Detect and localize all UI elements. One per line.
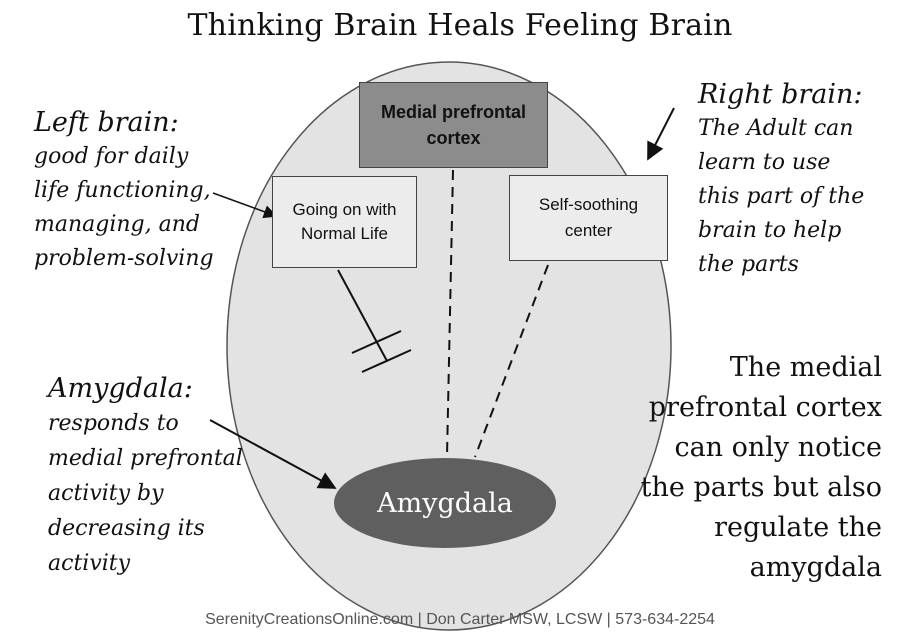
left-brain-note: Left brain: good for daily life function…	[34, 106, 214, 276]
right-brain-note: Right brain: The Adult can learn to use …	[698, 78, 864, 282]
mpfc-to-amygdala-dashed-line	[446, 169, 454, 457]
right-brain-heading: Right brain:	[698, 79, 863, 110]
block-mark-1	[351, 330, 402, 354]
left-brain-heading: Left brain:	[34, 107, 179, 138]
normal-life-blocked-line	[337, 269, 388, 362]
amygdala-ellipse	[334, 458, 556, 548]
normal-life-box: Going on with Normal Life	[272, 176, 417, 268]
left-brain-arrow	[212, 192, 278, 219]
self-soothing-center-box: Self-soothing center	[509, 175, 668, 261]
amygdala-label: Amygdala	[377, 487, 513, 519]
amygdala-text: responds to medial prefrontal activity b…	[48, 411, 243, 576]
block-mark-2	[361, 349, 412, 373]
right-brain-arrow	[647, 107, 675, 161]
amygdala-heading: Amygdala:	[48, 373, 193, 404]
medial-prefrontal-cortex-label: Medial prefrontal cortex	[380, 102, 527, 148]
mpfc-statement: The medial prefrontal cortex can only no…	[640, 352, 882, 583]
left-brain-text: good for daily life functioning, managin…	[34, 144, 214, 271]
amygdala-arrow	[209, 419, 337, 489]
medial-prefrontal-cortex-box: Medial prefrontal cortex	[359, 82, 548, 168]
diagram-title: Thinking Brain Heals Feeling Brain	[187, 8, 733, 43]
normal-life-label: Going on with Normal Life	[292, 200, 397, 243]
self-soothing-center-label: Self-soothing center	[538, 195, 639, 240]
right-brain-text: The Adult can learn to use this part of …	[698, 116, 865, 277]
footer-credit: SerenityCreationsOnline.com | Don Carter…	[205, 611, 715, 628]
amygdala-note: Amygdala: responds to medial prefrontal …	[48, 372, 243, 581]
soothing-to-amygdala-dashed-line	[474, 264, 549, 458]
